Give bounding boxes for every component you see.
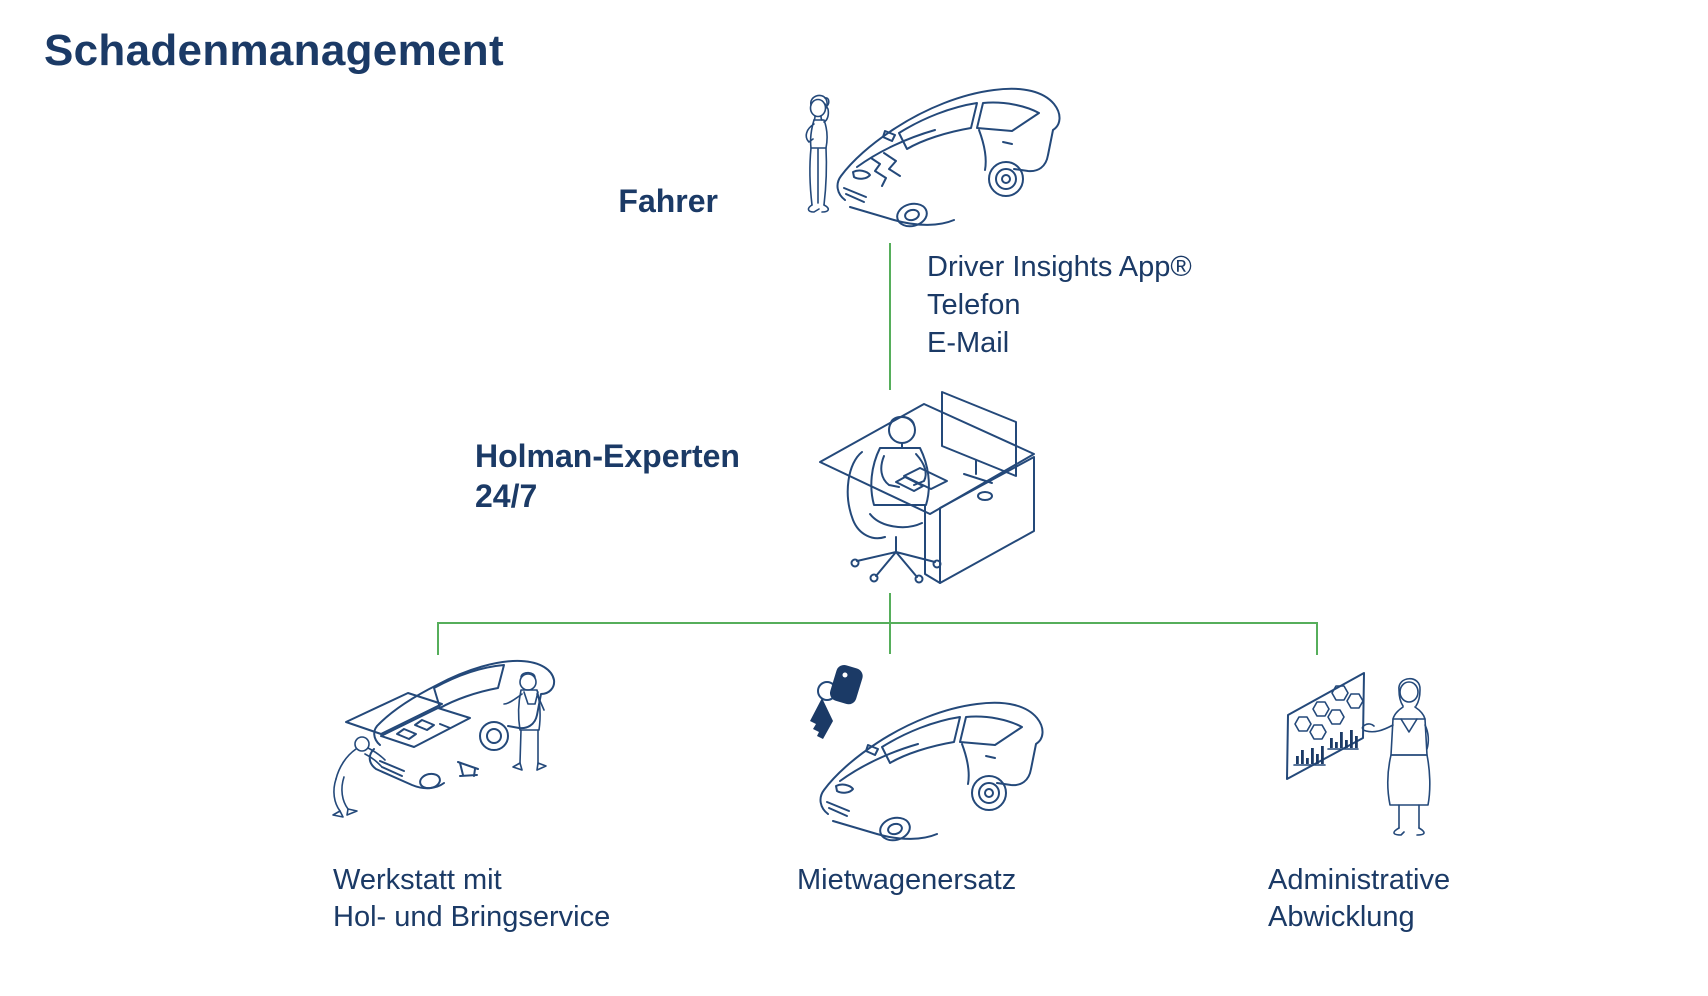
page-title: Schadenmanagement [44, 26, 504, 75]
administrative-label: Administrative Abwicklung [1268, 862, 1450, 936]
damaged-car-icon [805, 87, 1061, 228]
administrative-label-line1: Administrative [1268, 864, 1451, 896]
rental-car-key-icon [810, 664, 1044, 842]
mietwagenersatz-label: Mietwagenersatz [797, 864, 1017, 896]
channel-driver-insights-app: Driver Insights App® [927, 251, 1192, 283]
driver-with-damaged-car-illustration [795, 78, 1065, 230]
presenter-with-chart-board-illustration [1278, 662, 1448, 842]
holman-experten-label-line1: Holman-Experten [475, 438, 740, 474]
expert-at-desk-icon [819, 391, 1035, 584]
werkstatt-label-line2: Hol- und Bringservice [333, 901, 611, 933]
werkstatt-label: Werkstatt mit Hol- und Bringservice [333, 862, 610, 936]
connector-holman-to-branch [889, 593, 891, 623]
expert-at-desk-illustration [812, 384, 1042, 586]
connector-branch-right [1316, 622, 1318, 655]
chart-board-icon [1286, 672, 1431, 836]
connector-fahrer-to-holman [889, 243, 891, 390]
workshop-repair-icon [332, 659, 556, 818]
rental-car-with-key-illustration [798, 652, 1044, 850]
channel-email: E-Mail [927, 327, 1010, 359]
werkstatt-label-line1: Werkstatt mit [333, 864, 502, 896]
holman-experten-label: Holman-Experten 24/7 [475, 436, 740, 516]
connector-branch-horizontal [437, 622, 1318, 624]
connector-branch-left [437, 622, 439, 655]
holman-experten-label-line2: 24/7 [475, 478, 538, 514]
channel-telefon: Telefon [927, 289, 1021, 321]
connector-branch-middle [889, 622, 891, 654]
administrative-label-line2: Abwicklung [1268, 901, 1415, 933]
fahrer-label: Fahrer [618, 183, 718, 219]
workshop-car-repair-illustration [318, 650, 558, 835]
contact-channels: Driver Insights App® Telefon E-Mail [927, 248, 1192, 362]
